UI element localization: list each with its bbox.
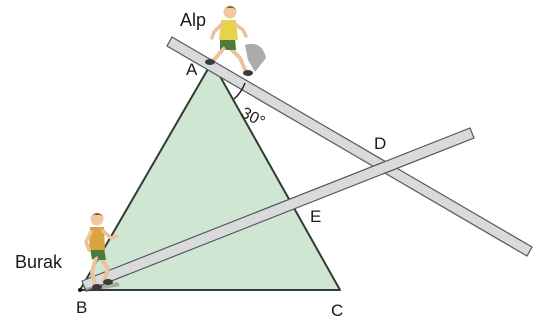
label-person-alp: Alp [180,10,206,30]
runner-illustration-alp [205,5,266,76]
point-b-marker [78,288,82,292]
angle-arc-at-a [233,82,246,100]
road-a-d [166,36,533,257]
road-b-e-d [81,127,475,292]
runner-illustration-burak [84,212,120,292]
label-point-e: E [310,207,321,226]
label-person-burak: Burak [15,252,63,272]
label-point-a: A [186,60,198,79]
label-point-c: C [331,301,343,320]
triangle-abc [79,61,341,291]
label-point-d: D [374,134,386,153]
label-point-b: B [76,298,87,317]
